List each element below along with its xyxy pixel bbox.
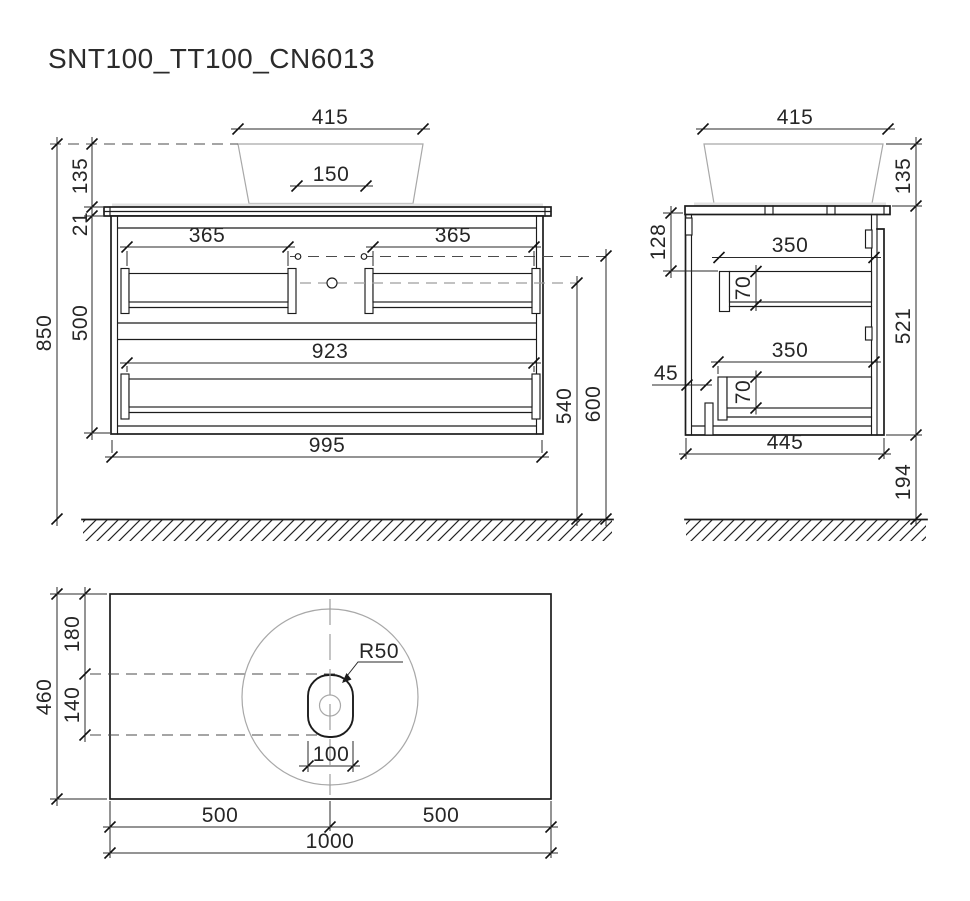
dim-front-upper-handle-left: 365 [120,224,295,266]
dim-label-front-365-right: 365 [435,224,472,247]
dim-side-right-stack: 135 521 194 [886,137,923,526]
dim-label-top-180: 180 [61,616,84,653]
top-view: R50 100 460 180 140 500 [33,587,558,860]
dim-top-cutout-radius: R50 [342,640,403,683]
side-countertop-seal [694,202,886,206]
dim-label-side-45: 45 [654,362,678,385]
dim-label-front-540: 540 [553,388,576,425]
side-upper-drawer [718,270,873,313]
side-floor [684,518,928,541]
dim-label-front-995: 995 [309,434,346,457]
dim-side-cabinet-depth: 445 [679,431,891,461]
dim-label-front-150: 150 [313,163,350,186]
drawing-title: SNT100_TT100_CN6013 [48,43,375,74]
dim-label-front-135: 135 [69,158,92,195]
side-wall-bracket-top [864,229,873,249]
dim-front-upper-handle-right: 365 [366,224,541,266]
dim-label-top-460: 460 [33,679,56,716]
dim-label-side-70-bottom: 70 [732,380,755,404]
dim-front-left-stack: 135 21 500 [69,137,110,440]
dim-side-upper-drawer-depth: 350 [712,234,881,264]
dim-label-front-600: 600 [582,386,605,423]
dim-label-side-350-top: 350 [772,234,809,257]
dim-label-side-415: 415 [777,106,814,129]
dim-label-front-923: 923 [312,340,349,363]
dim-side-lower-drawer-depth: 350 [711,339,881,374]
side-cabinet-body [684,213,885,436]
side-sink-outline [703,143,884,205]
dim-side-upper-drawer-height: 70 [732,265,763,312]
front-view: 415 150 135 21 500 850 [33,106,614,541]
front-floor [81,518,614,541]
front-floor-hatch [83,520,612,541]
dim-label-top-500-right: 500 [423,804,460,827]
dim-side-bottom-recess: 45 [652,362,713,392]
dim-front-cabinet-width: 995 [105,434,549,464]
dim-label-top-1000: 1000 [306,830,355,853]
dim-side-lower-drawer-height: 70 [732,370,763,415]
dim-label-side-128: 128 [647,224,670,261]
dim-side-sink-top-depth: 415 [696,106,895,136]
side-bottom-recess-block [704,402,714,436]
dim-top-total-width: 1000 [103,801,558,860]
dim-label-side-194: 194 [892,464,915,501]
front-drawer-handle-lower [120,373,541,420]
side-dimensions: 415 135 521 194 128 350 [647,106,923,526]
dim-front-handle-axis-height: 540 [553,276,584,526]
front-countertop [103,206,552,217]
top-cutout-axis-lines [90,673,336,736]
side-view: 415 135 521 194 128 350 [647,106,928,541]
dim-front-tap-hole-spacing: 150 [290,163,373,193]
dim-label-side-521: 521 [892,308,915,345]
front-drawer-handle-upper-right [364,267,541,315]
dim-label-top-r50: R50 [359,640,399,663]
front-drawer-handle-upper-left [120,267,297,315]
dim-label-front-21: 21 [69,212,92,236]
dim-top-left-stack: 460 180 140 [33,587,107,806]
dim-top-cutout-width: 100 [299,741,360,773]
dim-label-top-100: 100 [313,743,350,766]
front-dimensions: 415 150 135 21 500 850 [33,106,613,526]
dim-front-lower-handle-width: 923 [120,340,541,372]
dim-side-drawer-top-inset: 128 [647,206,718,278]
side-countertop [684,205,891,216]
side-wall-bracket-mid [864,326,873,341]
side-floor-hatch [686,520,926,541]
dim-front-sink-top-width: 415 [231,106,430,136]
dim-label-front-365-left: 365 [189,224,226,247]
side-front-top-block [684,217,693,236]
dim-label-side-445: 445 [767,431,804,454]
dim-label-top-140: 140 [61,687,84,724]
dim-label-side-70-top: 70 [732,276,755,300]
dim-front-overall-height: 850 [33,137,64,526]
dim-front-holes-axis-height: 600 [582,249,613,526]
dim-label-side-135: 135 [892,158,915,195]
dim-label-side-350-bottom: 350 [772,339,809,362]
dim-label-front-500: 500 [69,305,92,342]
front-mounting-holes [294,253,368,289]
dim-label-front-415: 415 [312,106,349,129]
dim-label-front-850: 850 [33,315,56,352]
top-dimensions: R50 100 460 180 140 500 [33,587,558,860]
dim-label-top-500-left: 500 [202,804,239,827]
front-countertop-seal [112,203,543,207]
